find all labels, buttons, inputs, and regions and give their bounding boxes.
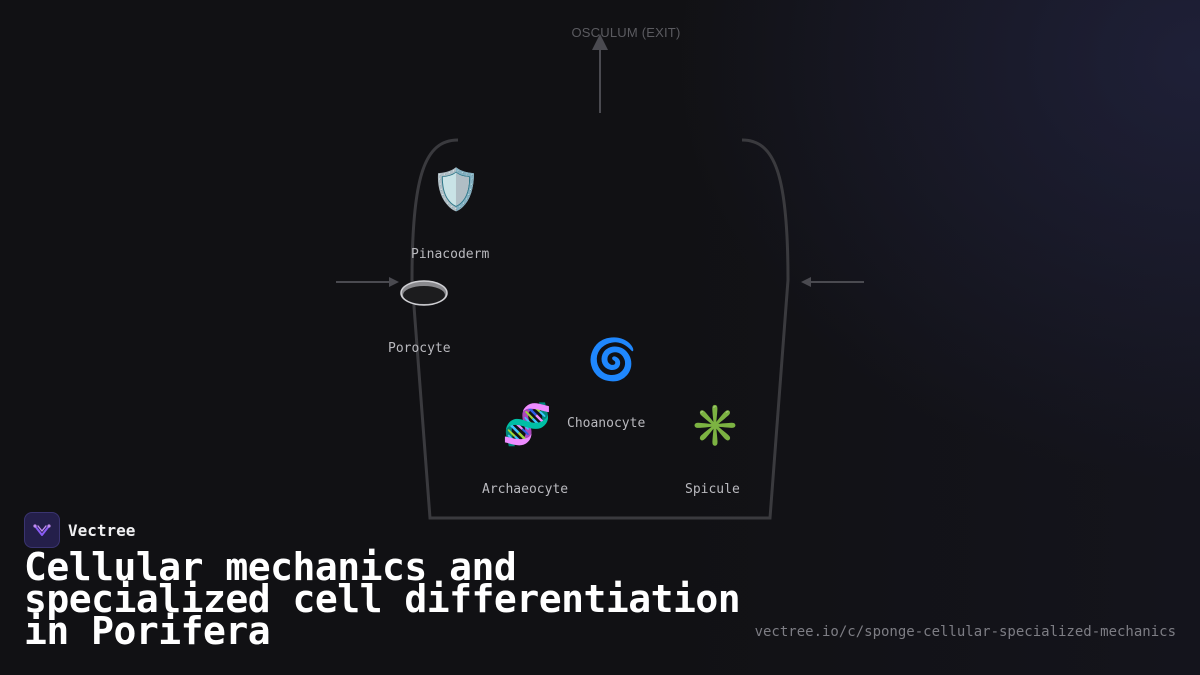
- dna-icon: 🧬: [502, 402, 552, 448]
- vectree-logo-icon: [24, 512, 60, 548]
- cyclone-icon: 🌀: [587, 337, 637, 383]
- cell-label-porocyte: Porocyte: [388, 341, 451, 356]
- sponge-body-outline: [410, 138, 790, 520]
- shield-icon: 🛡️: [431, 167, 481, 213]
- brand-name: Vectree: [68, 520, 136, 540]
- page-title: Cellular mechanics and specialized cell …: [24, 545, 741, 653]
- cell-label-archaeocyte: Archaeocyte: [482, 482, 569, 497]
- cell-label-spicule: Spicule: [685, 482, 740, 497]
- pore-ring-icon: [400, 280, 448, 306]
- brand: Vectree: [24, 512, 135, 548]
- cell-label-choanocyte: Choanocyte: [567, 416, 646, 431]
- page-url[interactable]: vectree.io/c/sponge-cellular-specialized…: [754, 624, 1176, 640]
- cell-label-pinacoderm: Pinacoderm: [411, 247, 490, 262]
- osculum-label: OSCULUM (EXIT): [571, 25, 681, 40]
- asterisk-icon: ✳️: [690, 403, 740, 449]
